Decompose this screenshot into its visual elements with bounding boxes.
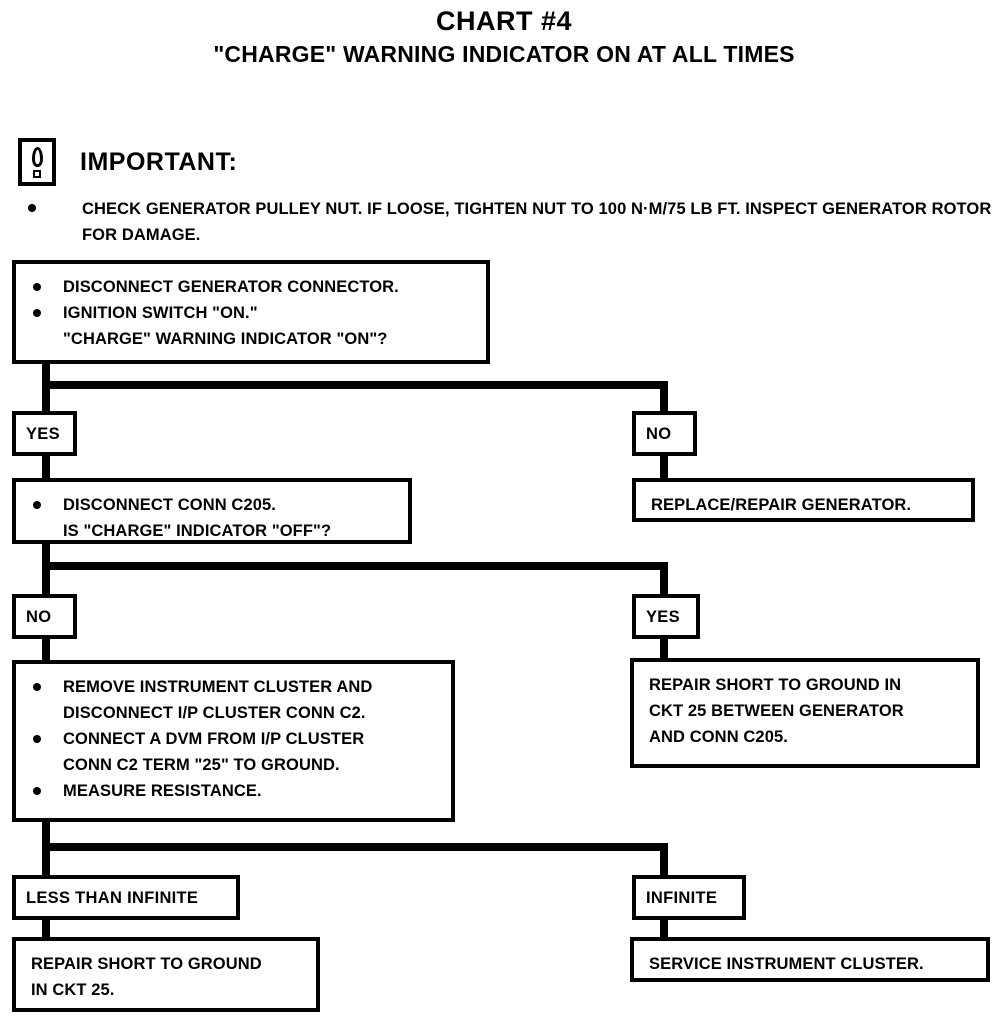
result-service-cluster-text: SERVICE INSTRUMENT CLUSTER. <box>649 955 924 973</box>
important-notice-header: IMPORTANT: <box>18 138 237 186</box>
connector-branch1-left-down <box>42 381 50 411</box>
branch-yes-2-label: YES <box>646 608 680 626</box>
step-3-line-2: DISCONNECT I/P CLUSTER CONN C2. <box>63 704 366 722</box>
step-3-bullet-2: CONNECT A DVM FROM I/P CLUSTER <box>28 726 439 752</box>
step-3-box: REMOVE INSTRUMENT CLUSTER AND DISCONNECT… <box>12 660 455 822</box>
result-service-cluster-box: SERVICE INSTRUMENT CLUSTER. <box>630 937 990 982</box>
branch-less-than-infinite-tag: LESS THAN INFINITE <box>12 875 240 920</box>
connector-branch2-left-down <box>42 562 50 594</box>
branch-no-2-label: NO <box>26 608 52 626</box>
connector-branch1-right-down <box>660 381 668 411</box>
step-1-bullet-2-cont: "CHARGE" WARNING INDICATOR "ON"? <box>28 326 474 352</box>
result-repair-short-c205-line-2: CKT 25 BETWEEN GENERATOR <box>649 702 904 720</box>
connector-branch1-horizontal <box>42 381 668 389</box>
branch-no-2-tag: NO <box>12 594 77 639</box>
connector-branch3-left-down <box>42 843 50 875</box>
connector-branch2-right-down <box>660 562 668 594</box>
connector-yes1-down <box>42 452 50 481</box>
branch-yes-1-tag: YES <box>12 411 77 456</box>
step-1-bullet-2: IGNITION SWITCH "ON." <box>28 300 474 326</box>
connector-yes2-down <box>660 635 668 663</box>
step-2-line-2: IS "CHARGE" INDICATOR "OFF"? <box>63 522 332 540</box>
step-3-bullet-1: REMOVE INSTRUMENT CLUSTER AND <box>28 674 439 700</box>
connector-no1-down <box>660 452 668 481</box>
bullet-dot-icon <box>28 204 36 212</box>
result-replace-generator-text: REPLACE/REPAIR GENERATOR. <box>651 496 912 514</box>
step-1-line-1: DISCONNECT GENERATOR CONNECTOR. <box>63 278 399 296</box>
connector-lessthan-down <box>42 916 50 940</box>
chart-header: CHART #4 "CHARGE" WARNING INDICATOR ON A… <box>0 6 1008 68</box>
step-3-bullet-2-cont: CONN C2 TERM "25" TO GROUND. <box>28 752 439 778</box>
result-repair-short-ckt25-line-1: REPAIR SHORT TO GROUND <box>31 955 262 973</box>
page-subtitle: "CHARGE" WARNING INDICATOR ON AT ALL TIM… <box>213 41 795 67</box>
bullet-dot-icon <box>33 309 41 317</box>
result-repair-short-ckt25-box: REPAIR SHORT TO GROUND IN CKT 25. <box>12 937 320 1012</box>
branch-no-1-tag: NO <box>632 411 697 456</box>
step-2-box: DISCONNECT CONN C205. IS "CHARGE" INDICA… <box>12 478 412 544</box>
step-1-line-3: "CHARGE" WARNING INDICATOR "ON"? <box>63 330 388 348</box>
exclamation-stroke-icon <box>31 146 43 167</box>
connector-branch3-horizontal <box>42 843 668 851</box>
step-3-bullet-3: MEASURE RESISTANCE. <box>28 778 439 804</box>
connector-step3-down <box>42 818 50 844</box>
result-repair-short-c205-line-3: AND CONN C205. <box>649 728 788 746</box>
step-3-line-4: CONN C2 TERM "25" TO GROUND. <box>63 756 340 774</box>
branch-infinite-tag: INFINITE <box>632 875 746 920</box>
page-title: CHART #4 <box>435 6 573 36</box>
branch-infinite-label: INFINITE <box>646 889 718 907</box>
step-1-box: DISCONNECT GENERATOR CONNECTOR. IGNITION… <box>12 260 490 364</box>
important-bullet-text: CHECK GENERATOR PULLEY NUT. IF LOOSE, TI… <box>82 200 992 244</box>
bullet-dot-icon <box>33 683 41 691</box>
branch-less-than-infinite-label: LESS THAN INFINITE <box>26 889 199 907</box>
connector-infinite-down <box>660 916 668 940</box>
exclamation-in-box-icon <box>18 138 56 186</box>
branch-no-1-label: NO <box>646 425 672 443</box>
bullet-dot-icon <box>33 283 41 291</box>
bullet-spacer <box>33 709 41 717</box>
branch-yes-2-tag: YES <box>632 594 700 639</box>
step-1-line-2: IGNITION SWITCH "ON." <box>63 304 258 322</box>
bullet-spacer <box>33 335 41 343</box>
bullet-spacer <box>33 527 41 535</box>
result-repair-short-ckt25-line-2: IN CKT 25. <box>31 981 115 999</box>
step-3-line-1: REMOVE INSTRUMENT CLUSTER AND <box>63 678 373 696</box>
connector-branch2-horizontal <box>42 562 668 570</box>
branch-yes-1-label: YES <box>26 425 60 443</box>
result-repair-short-c205-box: REPAIR SHORT TO GROUND IN CKT 25 BETWEEN… <box>630 658 980 768</box>
bullet-dot-icon <box>33 787 41 795</box>
bullet-dot-icon <box>33 501 41 509</box>
bullet-spacer <box>33 761 41 769</box>
connector-step1-down <box>42 360 50 388</box>
step-2-bullet-1: DISCONNECT CONN C205. <box>28 492 396 518</box>
connector-step2-down <box>42 540 50 566</box>
step-1-bullet-1: DISCONNECT GENERATOR CONNECTOR. <box>28 274 474 300</box>
important-label: IMPORTANT: <box>80 147 238 176</box>
step-3-bullet-1-cont: DISCONNECT I/P CLUSTER CONN C2. <box>28 700 439 726</box>
step-2-bullet-1-cont: IS "CHARGE" INDICATOR "OFF"? <box>28 518 396 544</box>
exclamation-dot-icon <box>33 169 41 178</box>
step-3-line-5: MEASURE RESISTANCE. <box>63 782 262 800</box>
bullet-dot-icon <box>33 735 41 743</box>
important-bullet-item: CHECK GENERATOR PULLEY NUT. IF LOOSE, TI… <box>28 196 993 248</box>
result-replace-generator-box: REPLACE/REPAIR GENERATOR. <box>632 478 975 522</box>
step-2-line-1: DISCONNECT CONN C205. <box>63 496 276 514</box>
step-3-line-3: CONNECT A DVM FROM I/P CLUSTER <box>63 730 365 748</box>
connector-no2-down <box>42 635 50 663</box>
connector-branch3-right-down <box>660 843 668 875</box>
result-repair-short-c205-line-1: REPAIR SHORT TO GROUND IN <box>649 676 902 694</box>
